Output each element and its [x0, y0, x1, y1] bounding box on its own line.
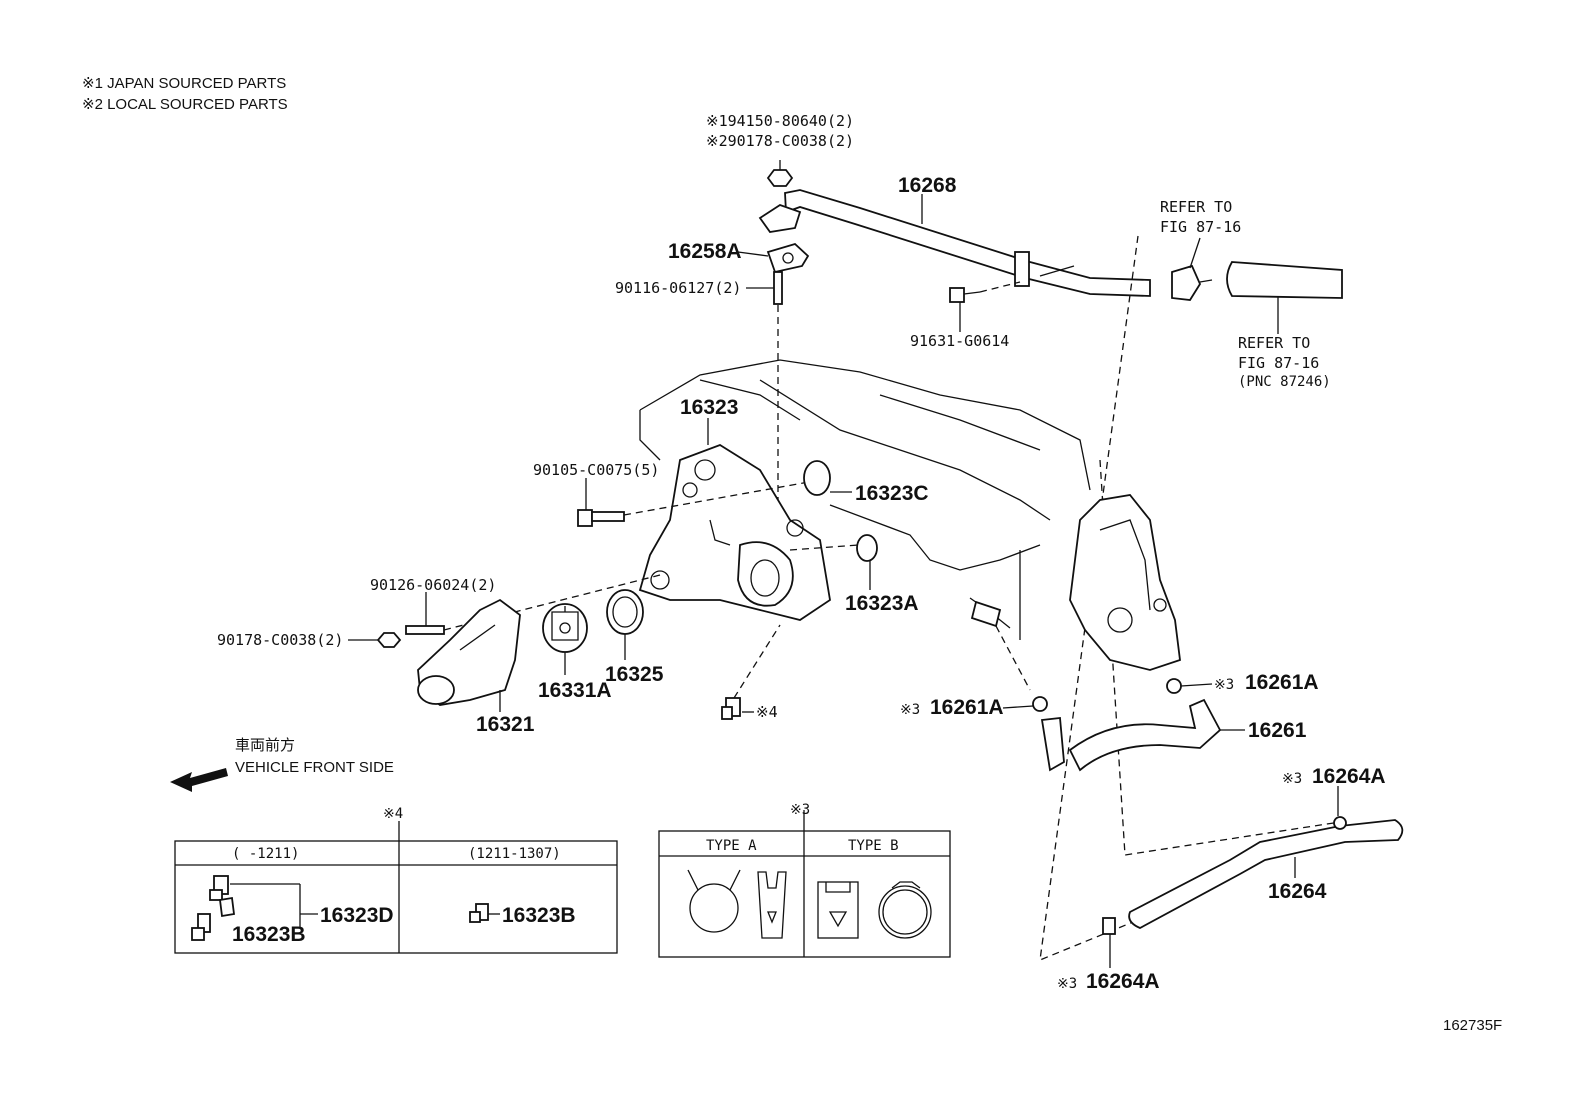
table3-col1-header: TYPE A: [706, 838, 757, 854]
refer-2-line1: REFER TO: [1238, 334, 1310, 352]
vehicle-front-jp: 車両前方: [235, 737, 295, 754]
gasket-16258A: [766, 242, 810, 274]
label-16331A: 16331A: [538, 679, 612, 702]
engine-block: [639, 359, 1091, 640]
label-drain-plug-mark: ※4: [756, 703, 778, 721]
table3-mark: ※3: [790, 802, 810, 818]
label-16323A: 16323A: [845, 592, 919, 615]
table-note4: [174, 821, 618, 954]
label-top-fastener-2: ※290178-C0038(2): [706, 132, 854, 150]
bolt-91631: [949, 287, 981, 303]
note-japan-sourced: ※1 JAPAN SOURCED PARTS: [82, 75, 286, 92]
leader-16261A-left: [1002, 705, 1034, 709]
nut-top: [766, 160, 794, 187]
dash-boundary-left: [1039, 235, 1139, 962]
label-91631: 91631-G0614: [910, 332, 1009, 350]
drain-plug: [721, 697, 741, 720]
table4-col2-header: (1211-1307): [468, 846, 561, 862]
label-16258A: 16258A: [668, 240, 742, 263]
label-16325: 16325: [605, 663, 664, 686]
label-16323C: 16323C: [855, 482, 929, 505]
label-top-fastener-1: ※194150-80640(2): [706, 112, 854, 130]
label-90126: 90126-06024(2): [370, 576, 496, 594]
throttle-body: [1069, 494, 1181, 671]
refer-1-line1: REFER TO: [1160, 198, 1232, 216]
bolt-90105: [577, 509, 625, 527]
table3-col2-header: TYPE B: [848, 838, 899, 854]
dash-91631: [979, 281, 1021, 293]
dash-drain-plug: [733, 624, 781, 699]
o-ring-16323A: [856, 534, 878, 562]
bypass-pipe-16268: [784, 189, 1151, 297]
hose-clamp-refer: [1171, 264, 1213, 301]
stud-bolt-90116: [773, 271, 783, 305]
front-arrow-icon: [170, 768, 228, 792]
figure-code: 162735F: [1443, 1017, 1502, 1034]
clamp-16261A-right: [1166, 678, 1182, 694]
clamp-16264A-bottom: [1102, 917, 1116, 935]
table4-col1-header: ( -1211): [232, 846, 299, 862]
label-16323: 16323: [680, 396, 738, 419]
leader-16258A: [737, 251, 769, 257]
hose-16261: [1040, 698, 1222, 772]
o-ring-16323C: [803, 460, 831, 496]
clamp-16264A-top: [1333, 816, 1347, 830]
nut-90178: [376, 632, 402, 648]
dash-throttle-hose: [995, 625, 1031, 691]
clamp-16261A-left: [1032, 696, 1048, 712]
label-90116: 90116-06127(2): [615, 279, 741, 297]
table4-col1-part-b: 16323D: [320, 904, 394, 927]
table4-mark: ※4: [383, 806, 403, 822]
table4-col1-part-a: 16323B: [232, 923, 306, 946]
vehicle-front-en: VEHICLE FRONT SIDE: [235, 759, 394, 776]
table-note3: [658, 810, 951, 958]
small-pipe-throttle: [970, 600, 1002, 628]
refer-2-line3: (PNC 87246): [1238, 374, 1331, 390]
label-16264A-top-mark: ※3: [1282, 771, 1302, 787]
water-outlet-housing-16323: [638, 444, 831, 621]
label-16268: 16268: [898, 174, 957, 197]
thermostat-16331A: [542, 603, 588, 653]
label-16264A-top: 16264A: [1312, 765, 1386, 788]
label-16264: 16264: [1268, 880, 1327, 903]
leader-refer-1: [1189, 237, 1201, 269]
label-16261: 16261: [1248, 719, 1307, 742]
label-16321: 16321: [476, 713, 535, 736]
leader-16261A-right: [1180, 683, 1213, 687]
label-16261A-left-mark: ※3: [900, 702, 920, 718]
refer-2-line2: FIG 87-16: [1238, 354, 1319, 372]
label-90105: 90105-C0075(5): [533, 461, 659, 479]
label-90178: 90178-C0038(2): [217, 631, 343, 649]
hose-87246: [1226, 261, 1343, 299]
refer-1-line2: FIG 87-16: [1160, 218, 1241, 236]
pipe-bracket: [758, 204, 802, 233]
table4-col2-part: 16323B: [502, 904, 576, 927]
stud-90126: [405, 625, 445, 635]
label-16264A-bottom: 16264A: [1086, 970, 1160, 993]
label-16264A-bottom-mark: ※3: [1057, 976, 1077, 992]
label-16261A-left: 16261A: [930, 696, 1004, 719]
note-local-sourced: ※2 LOCAL SOURCED PARTS: [82, 96, 288, 113]
dash-boundary-right: [1099, 459, 1341, 856]
water-inlet-16321: [417, 598, 521, 706]
hose-16264: [1128, 819, 1404, 929]
gasket-16325: [606, 589, 644, 635]
label-16261A-right: 16261A: [1245, 671, 1319, 694]
dash-90105: [623, 479, 821, 516]
label-16261A-right-mark: ※3: [1214, 677, 1234, 693]
